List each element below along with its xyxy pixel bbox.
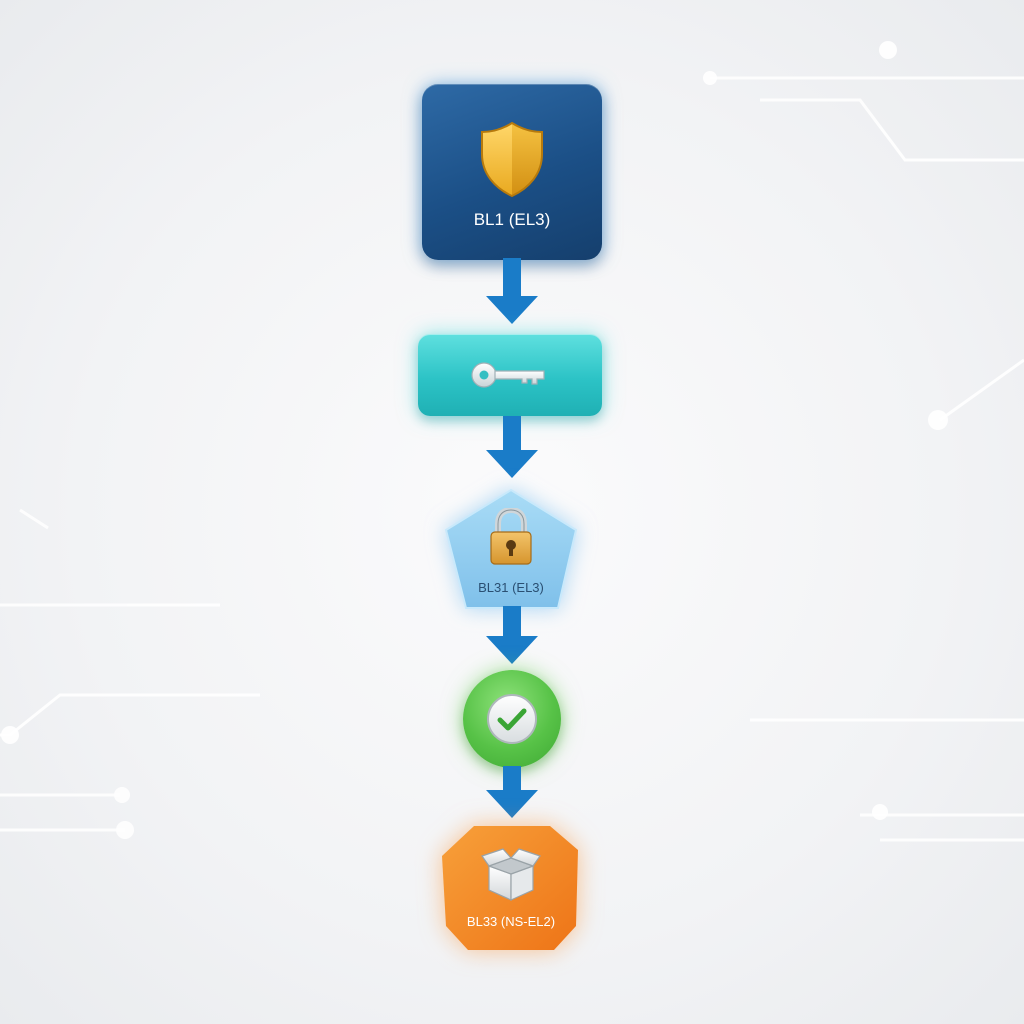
- bl1-node: BL1 (EL3): [422, 84, 602, 260]
- flow-arrow-3: [486, 606, 538, 664]
- bl1-label: BL1 (EL3): [473, 210, 551, 229]
- key-icon: [471, 362, 545, 388]
- flow-arrow-1: [486, 258, 538, 324]
- key-node: [418, 334, 602, 416]
- bl33-node: BL33 (NS-EL2): [438, 822, 584, 954]
- open-box-icon: [481, 848, 541, 901]
- flow-arrow-2: [486, 416, 538, 478]
- bl31-node: BL31 (EL3): [444, 488, 578, 612]
- bl31-label: BL31 (EL3): [478, 580, 544, 595]
- flow-arrow-4: [486, 766, 538, 818]
- shield-icon: [481, 121, 543, 198]
- bl33-label: BL33 (NS-EL2): [466, 914, 556, 929]
- checkmark-icon: [487, 694, 537, 744]
- padlock-icon: [490, 508, 532, 565]
- verify-node: [463, 670, 561, 768]
